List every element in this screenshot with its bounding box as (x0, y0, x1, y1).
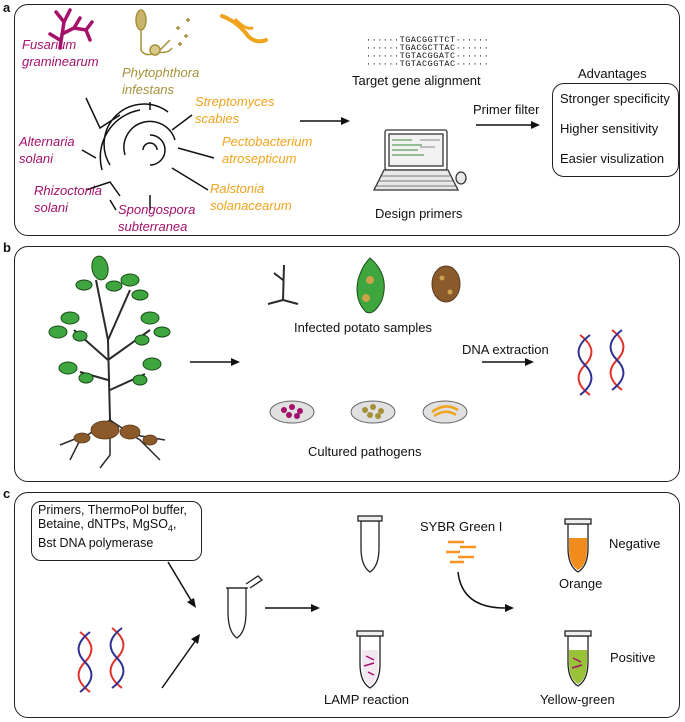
alignment-seq: TGACGGTTCT (399, 35, 456, 45)
panel-a (14, 4, 680, 236)
orange-label: Orange (559, 576, 603, 591)
filter-label: Primer filter (473, 102, 540, 117)
open-tube-icon (226, 575, 264, 639)
petri-dish-fungal-icon (269, 400, 315, 424)
streptomyces-icon (220, 14, 268, 44)
lamp-label: LAMP reaction (324, 692, 410, 707)
advantage-item: Higher sensitivity (560, 121, 659, 136)
species-ralstonia: Ralstonia solanacearum (210, 180, 292, 214)
reagents-line: Betaine, dNTPs, MgSO4, (38, 517, 187, 536)
sybr-label: SYBR Green I (420, 519, 503, 534)
reagents-line: Primers, ThermoPol buffer, (38, 503, 187, 517)
infected-stem-icon (267, 264, 299, 305)
advantages-box (552, 83, 679, 177)
species-line: Phytophthora (122, 65, 200, 80)
orange-tube-icon (564, 518, 592, 573)
species-line: graminearum (22, 54, 99, 69)
advantage-item: Stronger specificity (560, 91, 670, 106)
species-fusarium: Fusarium graminearum (22, 36, 99, 70)
petri-dish-bacterial-icon (422, 400, 468, 424)
reagents-box (31, 501, 202, 561)
reagents-subscript: 4 (167, 523, 173, 534)
species-alternaria: Alternaria solani (19, 133, 75, 167)
species-line: Rhizoctonia (34, 183, 102, 198)
reagents-text-part: Betaine, dNTPs, MgSO (38, 517, 168, 531)
species-line: infestans (122, 82, 175, 97)
panel-b (14, 246, 680, 482)
fusarium-icon (48, 8, 94, 50)
cultured-pathogens-label: Cultured pathogens (308, 444, 422, 459)
alignment-seq: TGTACGGTAC (399, 59, 456, 69)
alignment-row: ······TGACGCTTAC······ (366, 43, 490, 53)
advantage-item: Easier visulization (560, 151, 665, 166)
species-line: scabies (195, 111, 240, 126)
alignment-seq: TGACGCTTAC (399, 43, 456, 53)
petri-dish-oomycete-icon (350, 400, 396, 424)
species-line: Streptomyces (195, 94, 275, 109)
species-line: subterranea (118, 219, 188, 234)
potato-plant-icon (48, 255, 171, 469)
species-phytophthora: Phytophthora infestans (122, 64, 199, 98)
alignment-label: Target gene alignment (352, 73, 481, 88)
reagents-text: Primers, ThermoPol buffer, Betaine, dNTP… (38, 503, 187, 550)
infected-tuber-icon (431, 265, 461, 303)
infected-samples-label: Infected potato samples (294, 320, 433, 335)
dna-extraction-label: DNA extraction (462, 342, 549, 357)
panel-c (14, 492, 680, 718)
species-line: solani (19, 151, 53, 166)
panel-c-label: c (3, 486, 11, 501)
positive-label: Positive (610, 650, 656, 665)
species-line: Pectobacterium (222, 134, 313, 149)
panel-a-label: a (3, 0, 11, 15)
alignment-row: ······TGACGGTTCT······ (366, 35, 490, 45)
species-spongospora: Spongospora subterranea (118, 201, 195, 235)
species-line: Alternaria (19, 134, 75, 149)
species-streptomyces: Streptomyces scabies (195, 93, 274, 127)
alignment-seq: TGTACGGATC (399, 51, 456, 61)
species-line: Ralstonia (210, 181, 265, 196)
species-line: solani (34, 200, 68, 215)
dna-helix-icon (77, 627, 125, 693)
design-label: Design primers (375, 206, 463, 221)
alignment-block: ······TGACGGTTCT······ ······TGACGCTTAC·… (366, 35, 490, 69)
alignment-row: ······TGTACGGATC······ (366, 51, 490, 61)
reagents-line: Bst DNA polymerase (38, 535, 154, 550)
yellow-green-label: Yellow-green (540, 692, 615, 707)
species-line: Spongospora (118, 202, 196, 217)
green-tube-icon (564, 630, 592, 687)
infected-leaf-icon (356, 257, 385, 314)
species-pectobacterium: Pectobacterium atrosepticum (222, 133, 312, 167)
alignment-row: ······TGTACGGTAC······ (366, 59, 490, 69)
reagents-text-part: , (172, 517, 177, 531)
panel-b-label: b (3, 240, 11, 255)
dna-helix-icon (577, 329, 625, 396)
phytophthora-icon (135, 9, 190, 56)
species-line: Fusarium (22, 37, 77, 52)
advantages-title: Advantages (578, 66, 647, 81)
phylogenetic-tree (81, 97, 215, 211)
species-line: solanacearum (210, 198, 292, 213)
lamp-tube-icon (356, 630, 384, 689)
sybr-icon (446, 540, 476, 564)
computer-icon (372, 129, 467, 191)
species-rhizoctonia: Rhizoctonia solani (34, 182, 102, 216)
reaction-tube-icon (357, 515, 383, 573)
species-line: atrosepticum (222, 151, 297, 166)
negative-label: Negative (609, 536, 661, 551)
